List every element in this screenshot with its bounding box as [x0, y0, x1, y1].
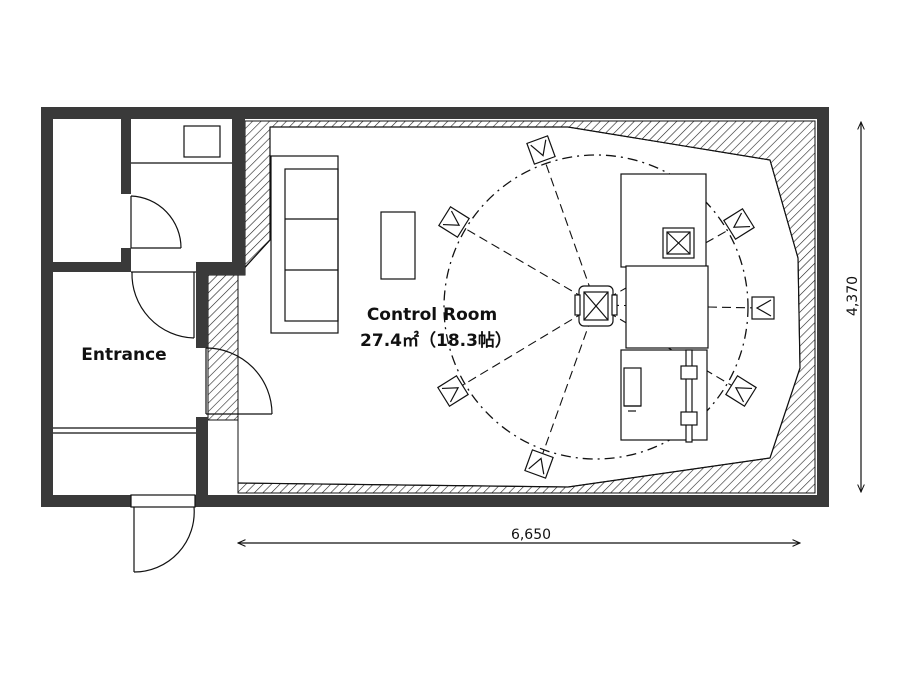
speaker-right-wide [723, 208, 755, 240]
chair [574, 285, 618, 327]
height-dimension-label: 4,370 [845, 276, 861, 316]
speaker-right [751, 296, 775, 320]
door-upper-room [130, 195, 182, 249]
speaker-right-rear [725, 375, 757, 407]
speakers [437, 135, 775, 479]
speaker-rear [524, 449, 554, 479]
control-room-area: 27.4㎡（18.3帖） [360, 330, 512, 351]
control-room-label: Control Room [367, 305, 497, 325]
speaker-left-wide [438, 206, 470, 238]
doors [130, 195, 273, 573]
coffee-table [380, 211, 416, 280]
speaker-circle [443, 154, 749, 460]
interior-walls [53, 119, 245, 507]
mixing-desk [620, 173, 709, 443]
speaker-left-rear [437, 375, 469, 407]
width-dimension: 6,650 [238, 527, 800, 543]
door-entrance-upper [131, 271, 195, 339]
width-dimension-label: 6,650 [511, 527, 551, 543]
speaker-front-left [526, 135, 556, 165]
height-dimension: 4,370 [845, 122, 861, 492]
equipment-rack [662, 227, 695, 259]
thin-partitions [53, 125, 232, 434]
sofa [270, 155, 339, 334]
control-room-perimeter [237, 126, 801, 488]
entrance-label: Entrance [81, 345, 166, 365]
door-control-room [205, 347, 273, 415]
door-exterior [130, 494, 196, 573]
